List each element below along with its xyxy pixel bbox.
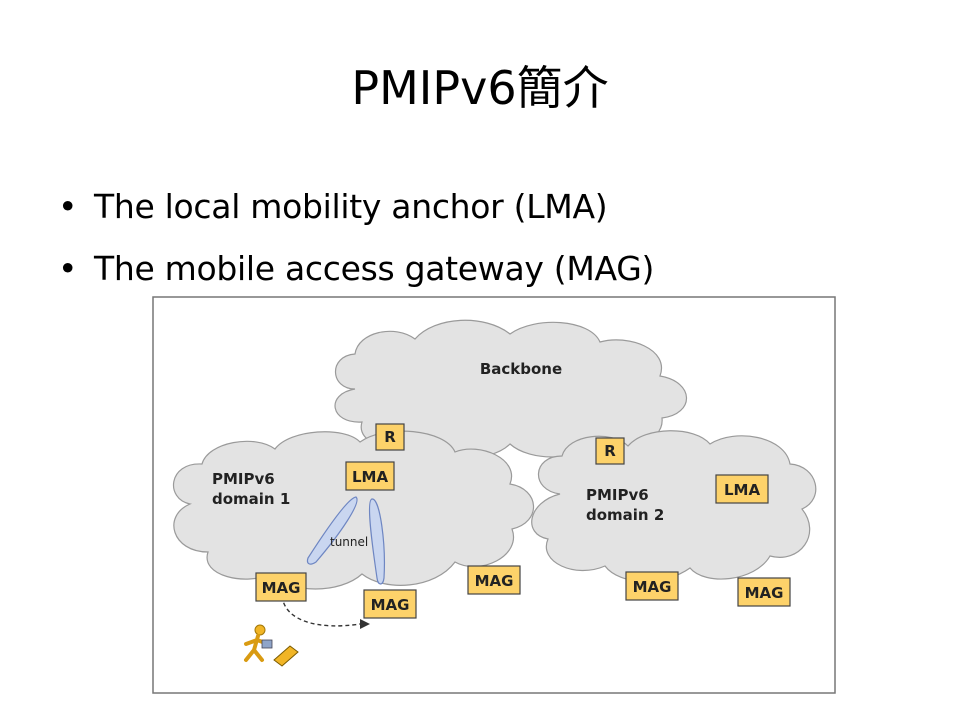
domain1-lma: LMA xyxy=(345,461,395,491)
domain1-mag-1: MAG xyxy=(255,572,307,602)
backbone-cloud: Backbone xyxy=(334,319,687,459)
mobile-user-icon xyxy=(244,624,299,667)
svg-text:R: R xyxy=(384,428,396,446)
mobility-path xyxy=(281,595,361,627)
domain2-label-line2: domain 2 xyxy=(586,506,664,524)
svg-text:MAG: MAG xyxy=(745,584,784,602)
mobility-path-arrowhead xyxy=(360,619,370,629)
domain1-label-line2: domain 1 xyxy=(212,490,290,508)
domain1-label-line1: PMIPv6 xyxy=(212,470,275,488)
domain2-router: R xyxy=(595,437,625,465)
bullet-item-mag: The mobile access gateway (MAG) xyxy=(58,238,654,300)
svg-text:LMA: LMA xyxy=(352,468,388,486)
domain1-router: R xyxy=(375,423,405,451)
domain2-mag-2: MAG xyxy=(737,577,791,607)
svg-text:MAG: MAG xyxy=(475,572,514,590)
svg-text:R: R xyxy=(604,442,616,460)
bullet-item-lma: The local mobility anchor (LMA) xyxy=(58,176,654,238)
domain2-mag-1: MAG xyxy=(625,571,679,601)
domain2-lma: LMA xyxy=(715,474,769,504)
domain1-mag-3: MAG xyxy=(467,565,521,595)
backbone-label: Backbone xyxy=(480,360,562,378)
domain2-label-line1: PMIPv6 xyxy=(586,486,649,504)
tunnel-pipe-1 xyxy=(306,496,358,565)
svg-text:MAG: MAG xyxy=(262,579,301,597)
tunnels: tunnel xyxy=(306,496,385,585)
laptop-icon xyxy=(273,645,299,667)
pmipv6-diagram-svg: Backbone PMIPv6 domain 1 PMIPv6 domain 2… xyxy=(152,296,836,694)
slide-title: PMIPv6簡介 xyxy=(351,61,609,115)
svg-text:MAG: MAG xyxy=(633,578,672,596)
pmipv6-diagram: Backbone PMIPv6 domain 1 PMIPv6 domain 2… xyxy=(150,294,838,696)
svg-text:LMA: LMA xyxy=(724,481,760,499)
bullet-list: The local mobility anchor (LMA) The mobi… xyxy=(58,176,654,300)
tunnel-label: tunnel xyxy=(330,535,368,549)
domain1-mag-2: MAG xyxy=(363,589,417,619)
tunnel-pipe-2 xyxy=(368,498,385,585)
svg-text:MAG: MAG xyxy=(371,596,410,614)
